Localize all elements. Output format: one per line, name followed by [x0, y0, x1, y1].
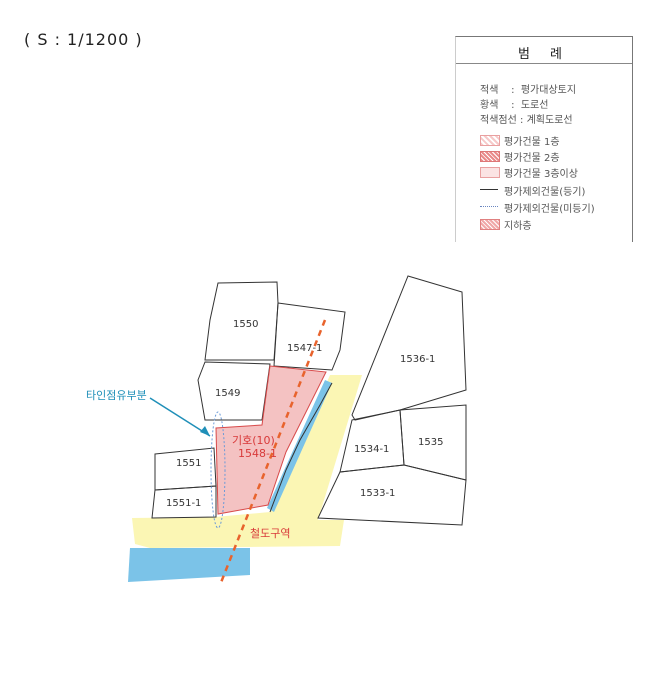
subject-label: 기호(10)	[232, 434, 275, 447]
legend-panel: 범 례 적색 : 평가대상토지 황색 : 도로선 적색점선 : 계획도로선 평가…	[455, 36, 633, 242]
lot-1551-1	[151, 485, 217, 519]
lot-1534-1	[339, 409, 405, 473]
lot-label-1533-1: 1533-1	[360, 488, 395, 499]
legend-title: 범 례	[517, 47, 571, 62]
arrow-head-icon	[200, 426, 210, 436]
excluded-unregistered-swatch	[480, 206, 498, 207]
legend-item-1: 평가건물 1층	[504, 137, 560, 148]
lot-label-1551: 1551	[176, 458, 201, 469]
basement-swatch	[480, 219, 500, 230]
road-edge	[269, 382, 333, 513]
annotation-arrow	[149, 397, 211, 437]
lot-1549	[197, 361, 271, 421]
excluded-registered-swatch	[480, 189, 498, 190]
legend-item-3: 평가건물 3층이상	[504, 169, 578, 180]
lot-label-1535: 1535	[418, 437, 443, 448]
planned-road-line	[218, 319, 327, 586]
lot-label-1547-1: 1547-1	[287, 343, 322, 354]
lot-label-1534-1: 1534-1	[354, 444, 389, 455]
subject-parcel	[215, 365, 327, 515]
occupied-area-outline	[210, 411, 226, 529]
legend-line-red: 적색 : 평가대상토지	[480, 85, 577, 96]
lot-1533-1	[317, 464, 467, 526]
lot-label-1536-1: 1536-1	[400, 354, 435, 365]
legend-line-yellow: 황색 : 도로선	[480, 100, 549, 111]
lot-1536-1	[351, 275, 467, 421]
lot-label-1549: 1549	[215, 388, 240, 399]
legend-item-2: 평가건물 2층	[504, 153, 560, 164]
subject-lot-label: 1548-1	[238, 447, 277, 460]
railway-zone	[132, 375, 362, 548]
building-3f-swatch	[480, 167, 500, 178]
legend-item-4: 평가제외건물(등기)	[504, 187, 586, 198]
legend-divider	[456, 63, 632, 64]
lot-label-1550: 1550	[233, 319, 258, 330]
lot-label-1551-1: 1551-1	[166, 498, 201, 509]
lot-1547-1	[273, 302, 346, 371]
railway-zone-label: 철도구역	[250, 527, 290, 540]
water-area	[128, 548, 250, 582]
legend-item-6: 지하층	[504, 221, 532, 232]
legend-line-red-dotted: 적색점선 : 계획도로선	[480, 115, 573, 126]
scale-label: ( S : 1/1200 )	[24, 30, 143, 49]
legend-item-5: 평가제외건물(미등기)	[504, 204, 595, 215]
lot-1551	[154, 447, 217, 491]
building-2f-swatch	[480, 151, 500, 162]
annotation-label: 타인점유부분	[86, 389, 147, 402]
building-1f-swatch	[480, 135, 500, 146]
